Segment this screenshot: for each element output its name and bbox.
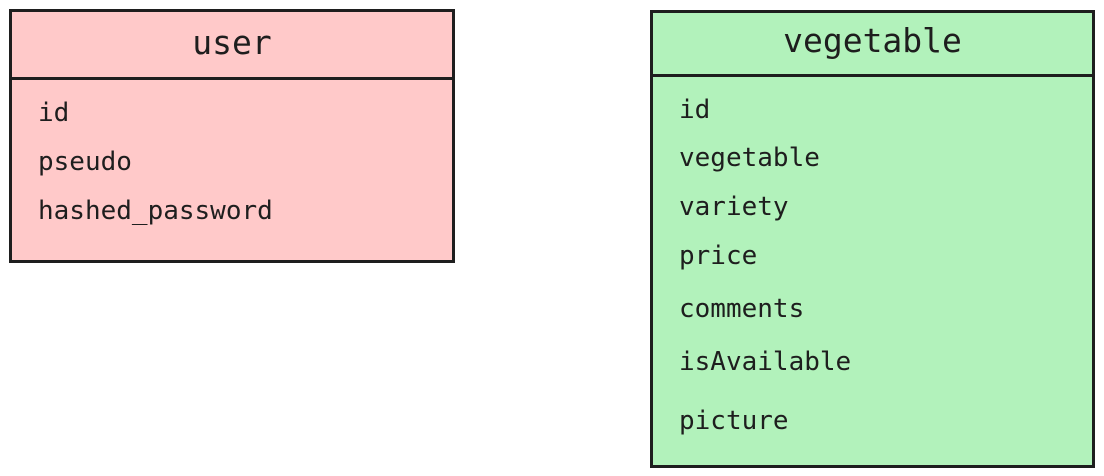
user-entity-box[interactable]: user id pseudo hashed_password <box>9 9 455 263</box>
vegetable-entity-box[interactable]: vegetable id vegetable variety price com… <box>650 10 1095 468</box>
vegetable-entity-title: vegetable <box>653 13 1092 77</box>
user-field-id: id <box>38 98 70 128</box>
vegetable-field-price: price <box>679 241 758 271</box>
vegetable-field-variety: variety <box>679 192 789 222</box>
vegetable-field-vegetable: vegetable <box>679 143 820 173</box>
user-field-hashed-password: hashed_password <box>38 196 273 226</box>
vegetable-field-comments: comments <box>679 294 805 324</box>
vegetable-field-picture: picture <box>679 406 789 436</box>
user-field-pseudo: pseudo <box>38 147 132 177</box>
user-entity-title: user <box>12 12 452 80</box>
vegetable-field-is-available: isAvailable <box>679 347 852 377</box>
vegetable-field-id: id <box>679 95 711 125</box>
